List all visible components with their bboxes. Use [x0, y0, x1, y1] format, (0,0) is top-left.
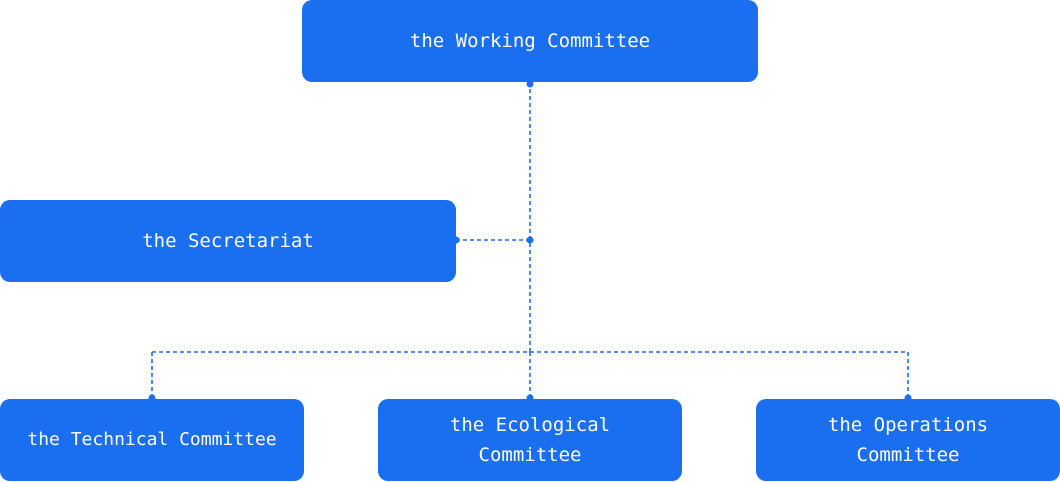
junction-dot: [526, 236, 534, 244]
operations-committee-label: the Operations Committee: [827, 414, 989, 466]
technical-committee-node: the Technical Committee: [0, 399, 304, 481]
technical-committee-label: the Technical Committee: [27, 429, 277, 450]
ecological-committee-label: the Ecological Committee: [449, 414, 611, 466]
secretariat-label: the Secretariat: [142, 230, 314, 252]
connector-lines: [151, 82, 909, 399]
ecological-committee-node: the Ecological Committee: [378, 399, 682, 481]
secretariat-node: the Secretariat: [0, 200, 456, 282]
working-committee-node: the Working Committee: [302, 0, 758, 82]
operations-committee-node: the Operations Committee: [756, 399, 1060, 481]
working-committee-label: the Working Committee: [409, 30, 651, 52]
working-anchor-dot: [526, 80, 534, 88]
